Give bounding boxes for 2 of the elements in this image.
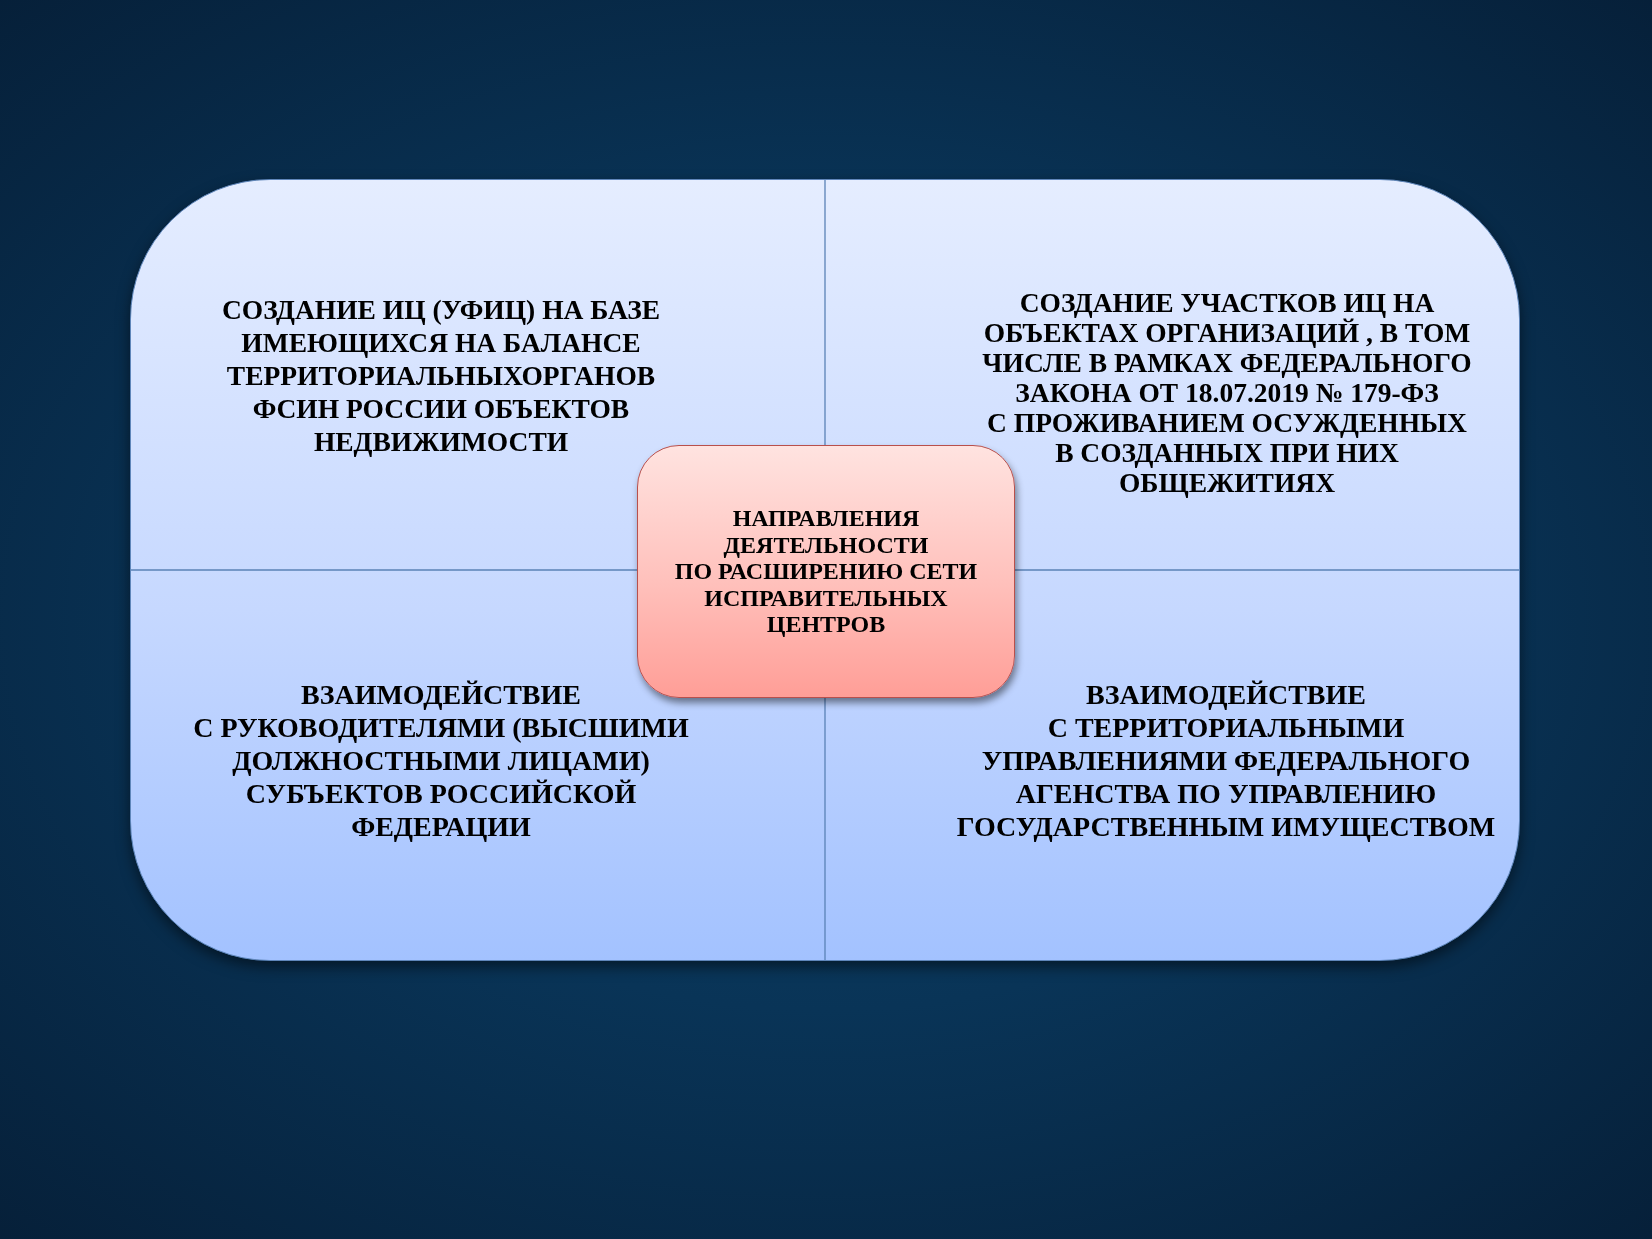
rounded-panel — [130, 179, 1520, 961]
center-box: НАПРАВЛЕНИЯ ДЕЯТЕЛЬНОСТИ ПО РАСШИРЕНИЮ СЕТИ ИСПРАВИТЕЛЬНЫХ ЦЕНТРОВ — [637, 445, 1015, 698]
